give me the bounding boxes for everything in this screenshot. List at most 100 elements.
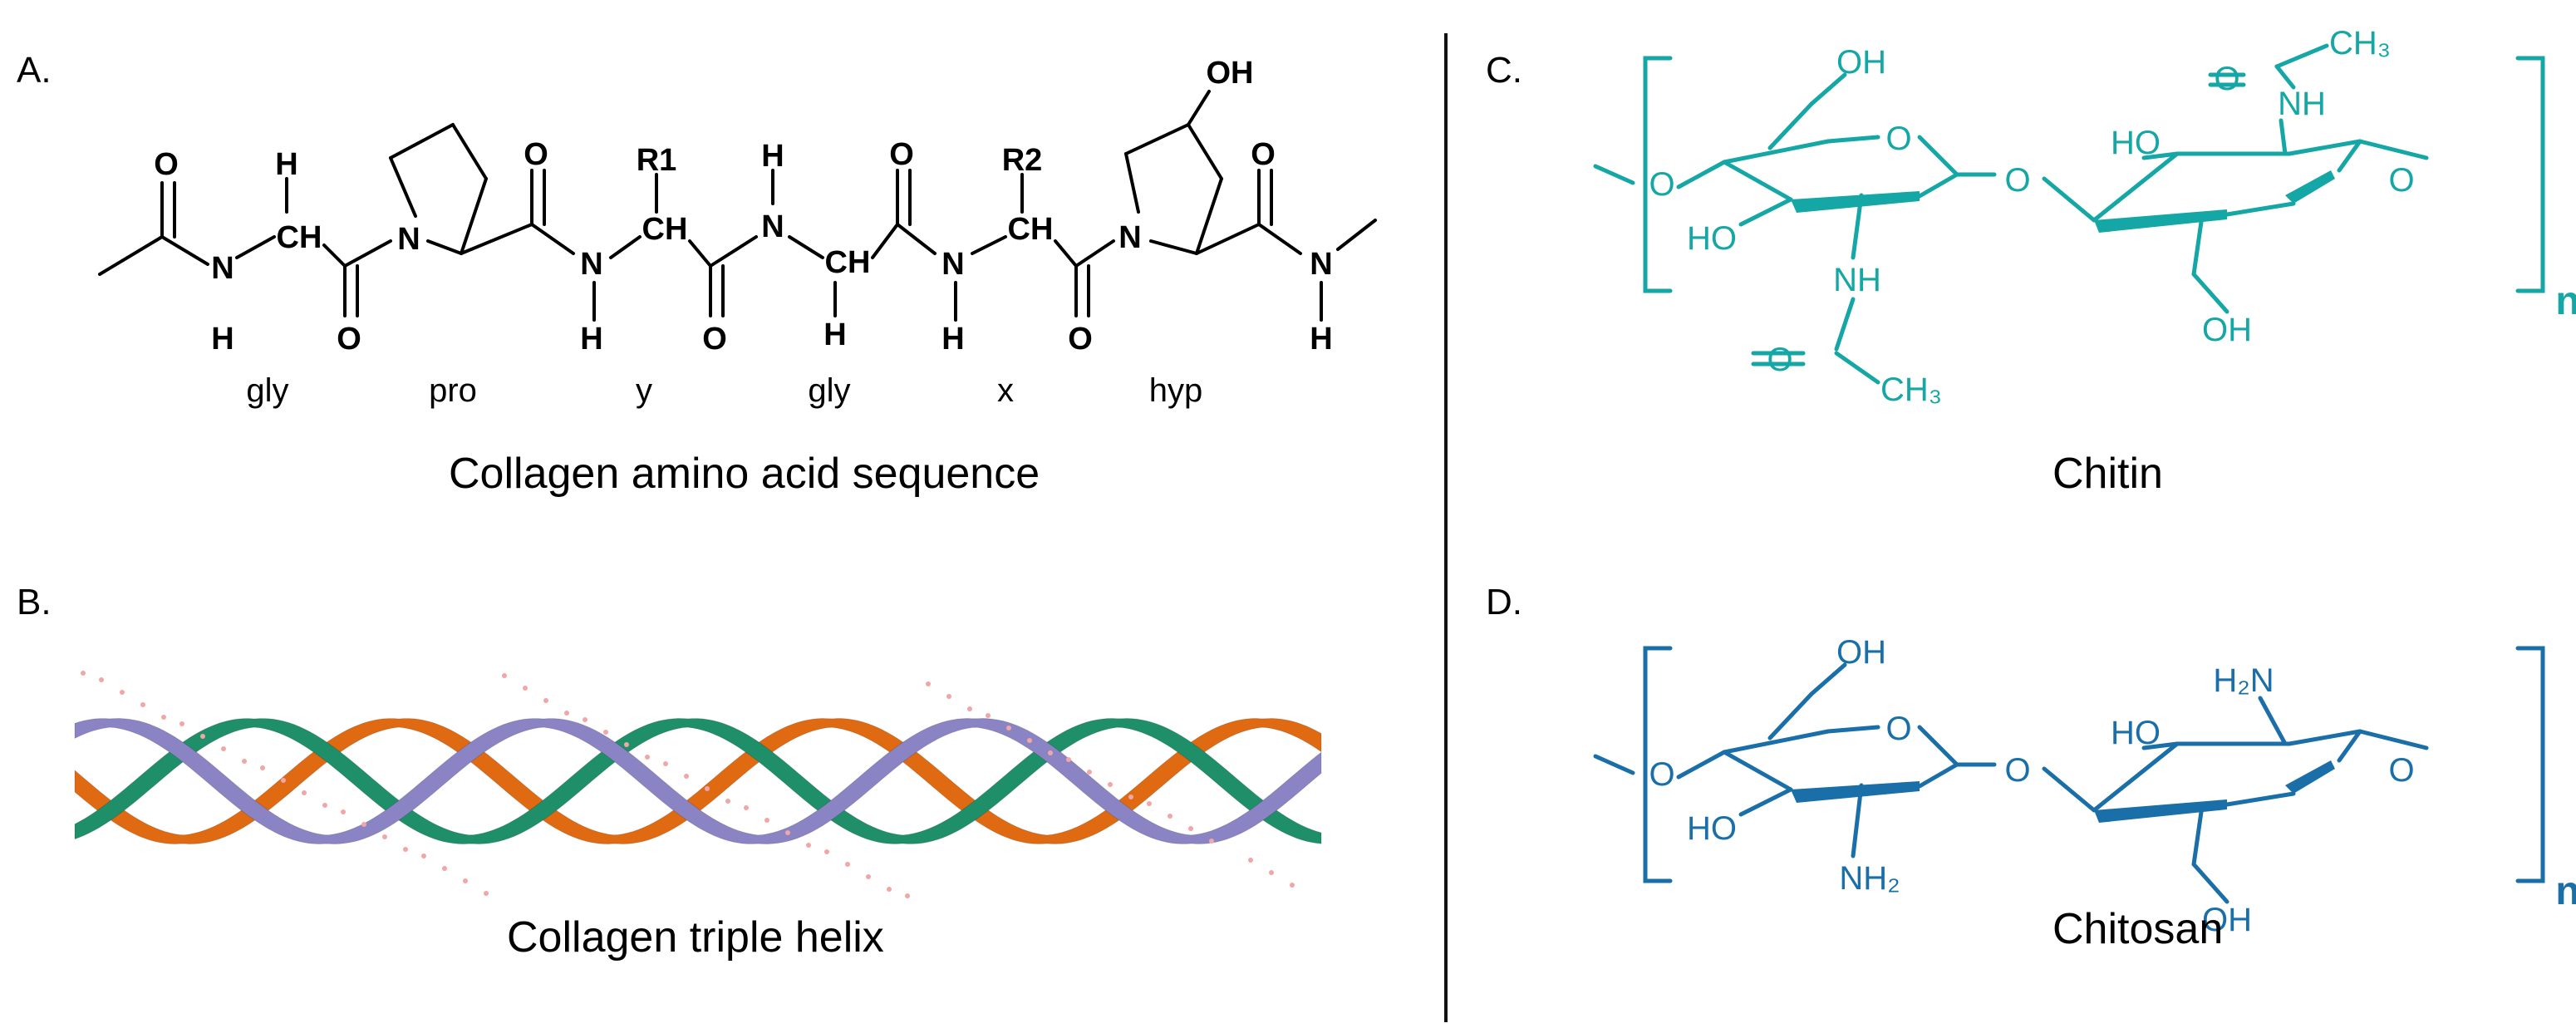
atom-h-4: H (761, 139, 784, 174)
helix-dot (684, 774, 689, 779)
helix-dot (1188, 826, 1193, 831)
atom-o-6: O (1068, 322, 1093, 357)
panel-b-letter: B. (17, 582, 52, 622)
chitin-label-o-ring-right: O (2388, 162, 2414, 199)
helix-dot (645, 755, 650, 760)
atom-oh-hyp: OH (1207, 56, 1254, 91)
chitin-label-oh-bottom: OH (2202, 312, 2252, 348)
chitosan-label-oh-top: OH (1836, 634, 1886, 671)
chitin-label-nh-right: NH (2278, 86, 2326, 122)
helix-dot (705, 786, 710, 791)
chitosan-label-h2n: H₂N (2213, 662, 2274, 699)
helix-dot (382, 834, 387, 839)
atom-o-4: O (702, 322, 727, 357)
chitin-label-ho-left: HO (1687, 220, 1737, 257)
helix-dot (887, 887, 892, 892)
residue-label-hyp: hyp (1148, 372, 1203, 409)
caption-chitin: Chitin (2052, 450, 2163, 498)
collagen-sequence-structure: O N H H CH O N O N H R1 CH O H N CH H O … (98, 56, 1377, 357)
helix-dot (785, 830, 790, 835)
helix-dot (806, 843, 811, 848)
helix-dot (845, 862, 850, 867)
caption-chitosan: Chitosan (2052, 905, 2224, 953)
helix-dot (866, 874, 871, 879)
residue-label-y: y (636, 372, 652, 409)
helix-dot (663, 761, 668, 766)
helix-dot (242, 759, 247, 764)
helix-dot (302, 790, 307, 795)
helix-dot (583, 717, 587, 722)
residue-label-pro: pro (429, 372, 477, 409)
atom-n-3: N (761, 209, 784, 244)
helix-dot (764, 818, 769, 823)
atom-ch-3: CH (825, 245, 871, 280)
helix-dot (421, 853, 426, 858)
helix-dot (322, 803, 327, 808)
atom-n-pro: N (397, 222, 420, 257)
chitosan-label-n: n (2555, 869, 2576, 913)
atom-n-hyp: N (1118, 220, 1141, 255)
helix-dot (1147, 801, 1152, 806)
helix-dot (361, 822, 366, 827)
chitosan-label-o-ring-right: O (2388, 752, 2414, 789)
helix-dot (1066, 757, 1071, 762)
atom-h-2: H (275, 147, 297, 182)
chitosan-label-oh-bottom: OH (2202, 902, 2252, 938)
helix-dot (442, 866, 447, 871)
residue-label-x: x (997, 372, 1014, 409)
panel-d-letter: D. (1486, 582, 1522, 622)
chitin-label-o-left: O (1649, 166, 1674, 203)
atom-o-5: O (889, 137, 914, 172)
collagen-triple-helix-illustration (74, 671, 1322, 898)
chitin-label-ho-right: HO (2111, 125, 2161, 161)
atom-r2: R2 (1002, 143, 1043, 178)
helix-dot (99, 677, 104, 682)
atom-n-5: N (1310, 247, 1332, 282)
chitin-label-ch3-left: CH₃ (1880, 371, 1942, 408)
panel-divider (1444, 33, 1448, 1022)
helix-dot (81, 671, 86, 676)
atom-h-5: H (823, 317, 846, 352)
helix-dot (1128, 794, 1133, 799)
helix-dot (1248, 858, 1253, 863)
atom-h-7: H (1310, 322, 1332, 357)
chitosan-label-o-left: O (1649, 756, 1674, 793)
chitosan-label-nh2: NH₂ (1839, 860, 1900, 897)
atom-h-6: H (941, 322, 964, 357)
helix-dot (161, 715, 166, 720)
helix-dot (603, 730, 608, 735)
atom-o-1: O (154, 147, 179, 182)
helix-dot (221, 746, 226, 751)
atom-o-7: O (1251, 137, 1276, 172)
panel-a-letter: A. (17, 50, 52, 91)
chitin-label-o-ring-left: O (1885, 121, 1911, 157)
caption-collagen-sequence: Collagen amino acid sequence (449, 450, 1040, 498)
helix-dot (725, 799, 730, 804)
helix-dot (543, 698, 548, 703)
helix-dot (1108, 782, 1113, 787)
atom-o-2: O (337, 322, 361, 357)
chitin-label-o-glycosidic: O (2004, 162, 2030, 199)
atom-n-4: N (941, 247, 964, 282)
atom-n-2: N (580, 247, 602, 282)
chitosan-label-o-ring-left: O (1885, 711, 1911, 747)
chitosan-label-o-glycosidic: O (2004, 752, 2030, 789)
helix-dot (403, 847, 408, 852)
helix-dot (281, 778, 286, 783)
helix-dot (1168, 814, 1172, 819)
helix-dot (140, 702, 145, 707)
helix-dot (502, 673, 507, 678)
helix-dot (564, 711, 569, 716)
chitin-label-ch3-right: CH₃ (2329, 25, 2391, 61)
chitin-label-o-acetyl-left: O (1767, 342, 1792, 378)
atom-ch-1: CH (277, 220, 322, 255)
helix-dot (260, 765, 265, 770)
helix-dot (967, 706, 972, 711)
atom-ch-2: CH (642, 212, 688, 247)
atom-r1: R1 (637, 143, 677, 178)
helix-dot (744, 805, 749, 810)
helix-dot (1048, 750, 1053, 755)
helix-strand-1 (74, 718, 1322, 844)
chitin-label-o-acetyl-right: O (2214, 61, 2239, 97)
helix-strand-3 (74, 718, 1322, 844)
